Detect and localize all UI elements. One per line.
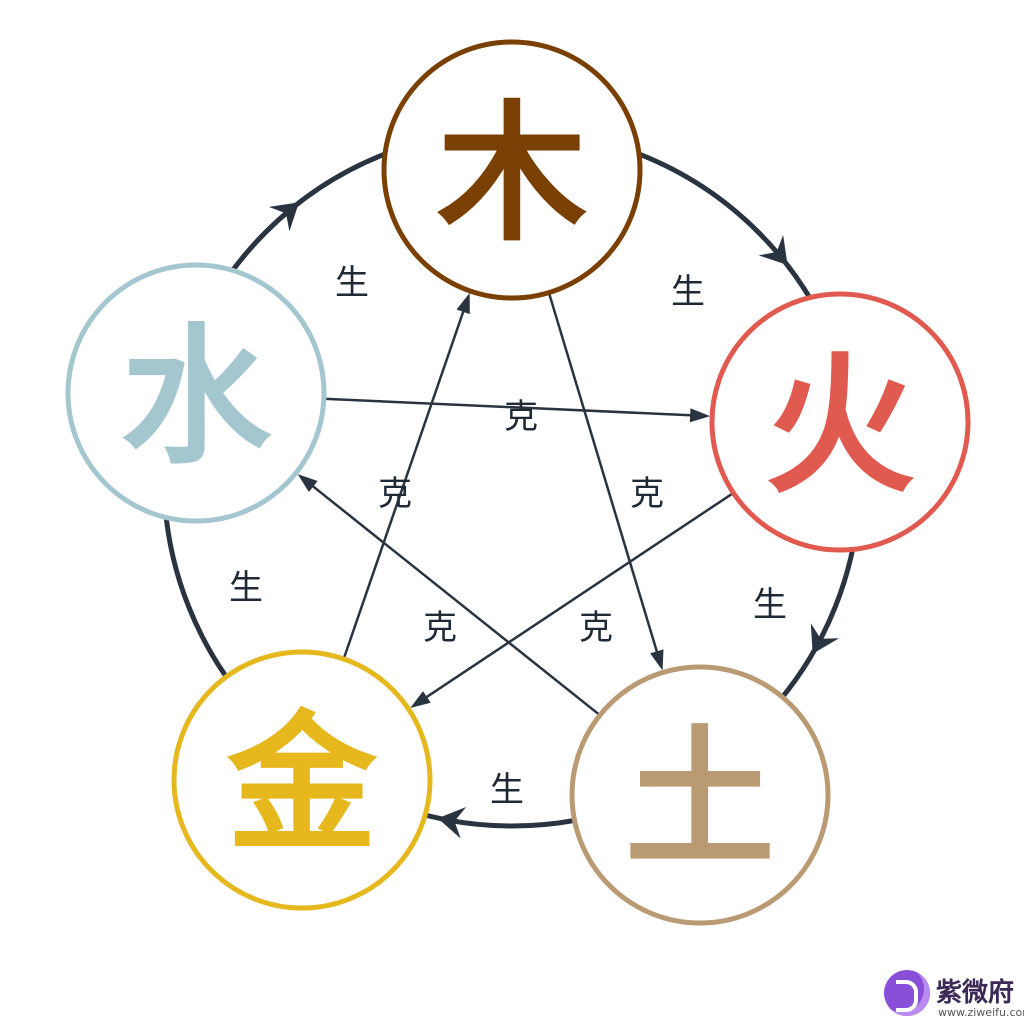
element-glyph-wood: 木 (437, 86, 587, 262)
control-arrow-metal-wood (342, 305, 467, 660)
generate-arrow-wood-fire (758, 234, 788, 266)
element-node-water: 水 (65, 262, 327, 524)
generating-label: 生 (490, 770, 524, 810)
watermark-url: www.ziweifu.com (938, 1006, 1024, 1019)
element-glyph-metal: 金 (226, 696, 378, 872)
ziweifu-logo-icon (884, 970, 930, 1016)
generating-label: 生 (229, 568, 263, 608)
element-glyph-water: 水 (121, 309, 272, 485)
element-circle-metal (171, 649, 433, 911)
control-arrow-earth-water (307, 481, 601, 717)
element-circle-water (65, 262, 327, 524)
watermark-name: 紫微府 (936, 978, 1015, 1008)
generating-label: 生 (671, 272, 705, 312)
element-glyph-earth: 土 (625, 711, 775, 887)
control-arrowhead-metal-wood (456, 292, 470, 315)
generating-label: 生 (335, 263, 369, 303)
element-node-earth: 土 (569, 664, 831, 926)
control-arrow-water-fire (323, 397, 697, 417)
element-circle-earth (569, 664, 831, 926)
control-arrowhead-wood-earth (650, 649, 664, 671)
element-node-fire: 火 (709, 291, 971, 553)
controlling-label: 克 (378, 474, 412, 514)
watermark: 紫微府 www.ziweifu.com (884, 966, 1024, 1022)
element-circle-fire (709, 291, 971, 553)
controlling-label: 克 (579, 608, 613, 648)
element-circle-wood (381, 39, 643, 301)
controlling-label: 克 (630, 474, 664, 514)
control-arrowhead-water-fire (689, 408, 711, 423)
generate-arrow-fire-earth (810, 623, 840, 654)
generating-label: 生 (753, 585, 787, 625)
element-glyph-fire: 火 (765, 338, 915, 514)
control-arrow-wood-earth (547, 292, 660, 658)
generate-arrow-earth-metal (437, 807, 467, 839)
controlling-label: 克 (504, 397, 538, 437)
generate-arrow-water-wood (268, 202, 300, 232)
control-arrowhead-fire-metal (410, 691, 431, 708)
control-arrow-fire-metal (421, 491, 735, 702)
element-node-metal: 金 (171, 649, 433, 911)
control-arrowhead-earth-water (297, 474, 318, 493)
controlling-label: 克 (423, 608, 457, 648)
element-node-wood: 木 (381, 39, 643, 301)
